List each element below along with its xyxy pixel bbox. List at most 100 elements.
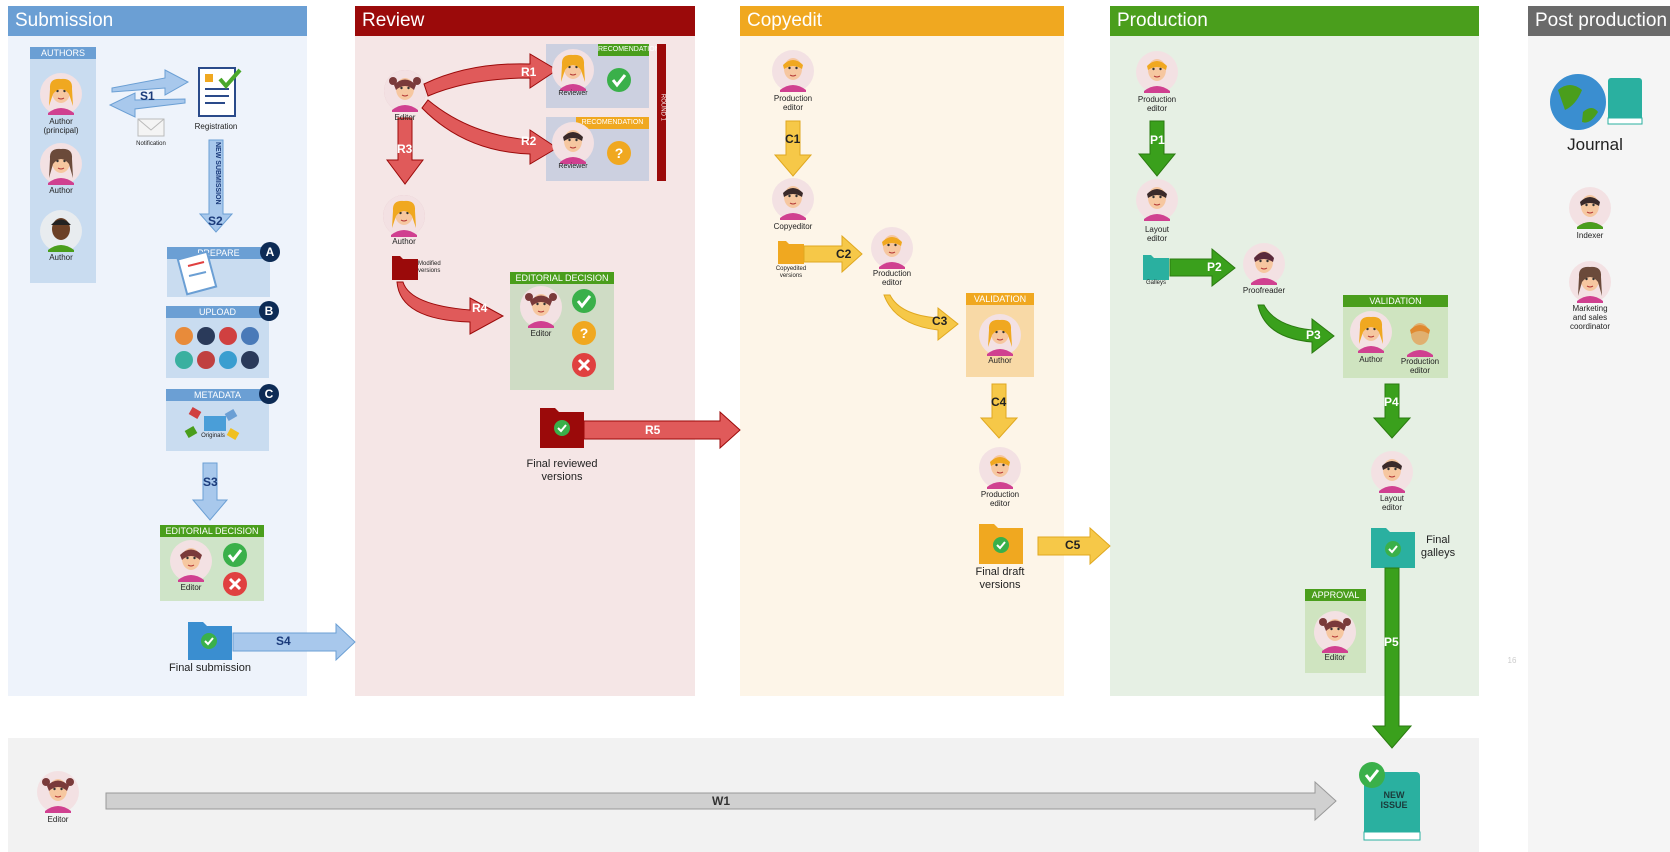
modified-versions-label: Modified versions: [418, 261, 441, 274]
production-validation-author-avatar: [1349, 310, 1393, 354]
r3-label: R3: [397, 142, 413, 156]
proofreader-label: Proofreader: [1242, 286, 1286, 295]
reviewer1-label: Reviewer: [558, 90, 588, 97]
reviewer2-label: Reviewer: [558, 163, 588, 170]
s3-arrow: [191, 462, 229, 521]
s2-label: S2: [208, 214, 223, 228]
s3-label: S3: [203, 475, 218, 489]
copyedit-production-editor2-avatar: [870, 226, 914, 270]
w1-label: W1: [712, 794, 730, 808]
p2-label: P2: [1207, 260, 1222, 274]
bottom-editor-label: Editor: [47, 815, 69, 824]
checklist-icon: [176, 250, 218, 296]
upload-panel-head: UPLOAD: [166, 306, 269, 318]
indexer-avatar: [1568, 186, 1612, 230]
layout-editor2-label: Layout editor: [1379, 494, 1405, 513]
marketing-label: Marketing and sales coordinator: [1569, 304, 1611, 332]
c3-label: C3: [932, 314, 948, 328]
p3-arrow: [1257, 304, 1335, 355]
page-number: 16: [1507, 656, 1517, 665]
review-header: Review: [355, 6, 695, 36]
review-decision-editor-label: Editor: [530, 329, 552, 338]
c1-label: C1: [785, 132, 801, 146]
r4-label: R4: [472, 301, 488, 315]
review-editor-label: Editor: [394, 113, 416, 122]
s4-arrow: [232, 622, 356, 662]
p4-arrow: [1372, 383, 1412, 439]
s1-label: S1: [140, 89, 155, 103]
c5-label: C5: [1065, 538, 1081, 552]
metadata-panel-head: METADATA: [166, 389, 269, 401]
modified-versions-folder-icon: [392, 256, 418, 280]
final-galleys-folder-icon: [1371, 528, 1415, 568]
final-reviewed-label: Final reviewed versions: [526, 458, 598, 483]
review-accept-icon: [572, 289, 596, 313]
layout-editor-label: Layout editor: [1144, 225, 1170, 244]
c3-arrow: [883, 294, 959, 342]
c2-label: C2: [836, 247, 852, 261]
final-reviewed-folder-icon: [540, 408, 584, 448]
recommend-accept-icon: [607, 68, 631, 92]
c4-label: C4: [991, 395, 1007, 409]
r5-label: R5: [645, 423, 661, 437]
s1-arrow-right: [111, 69, 190, 96]
w1-arrow: [105, 780, 1337, 822]
accept-icon: [223, 543, 247, 567]
recommend-unsure-icon: [607, 141, 631, 165]
r2-arrow: [421, 99, 558, 165]
layout-editor-avatar: [1135, 178, 1179, 222]
svg-text:?: ?: [580, 325, 589, 341]
submission-decision-editor-avatar: [169, 539, 213, 583]
c5-arrow: [1037, 526, 1111, 566]
galleys-label: Galleys: [1145, 280, 1166, 286]
production-validation-editor-label: Production editor: [1400, 357, 1440, 376]
copyedit-header: Copyedit: [740, 6, 1064, 36]
bottom-editor-avatar: [36, 770, 80, 814]
copyedit-production-editor-avatar: [771, 49, 815, 93]
submission-header: Submission: [8, 6, 307, 36]
c4-arrow: [979, 383, 1019, 439]
upload-file-icons: [175, 327, 259, 369]
new-issue-book-icon: [1359, 762, 1421, 841]
new-submission-text: NEW SUBMISSION: [214, 142, 221, 205]
reviewer2-avatar: [551, 121, 595, 165]
final-galleys-label: Final galleys: [1420, 534, 1456, 559]
registration-document-icon: [198, 67, 242, 117]
author-principal-label: Author (principal): [43, 117, 79, 136]
step-c-badge: C: [259, 384, 279, 404]
copyedit-validation-author-avatar: [978, 313, 1022, 357]
production-header: Production: [1110, 6, 1479, 36]
r2-label: R2: [521, 134, 537, 148]
copyedit-production-editor3-label: Production editor: [980, 490, 1020, 509]
step-b-badge: B: [259, 301, 279, 321]
indexer-label: Indexer: [1576, 231, 1604, 240]
reviewer1-avatar: [551, 48, 595, 92]
envelope-icon: [137, 118, 165, 137]
galleys-folder-icon: [1143, 255, 1169, 280]
r1-label: R1: [521, 65, 537, 79]
marketing-coordinator-avatar: [1568, 260, 1612, 304]
s2-arrow: [198, 139, 234, 233]
copyedit-production-editor-label: Production editor: [773, 94, 813, 113]
final-draft-label: Final draft versions: [975, 566, 1025, 591]
step-a-badge: A: [260, 242, 280, 262]
copyedited-folder-icon: [778, 241, 804, 264]
submission-decision-head: EDITORIAL DECISION: [160, 525, 264, 537]
p1-arrow: [1137, 120, 1177, 177]
production-validation-author-label: Author: [1359, 355, 1383, 364]
copyedited-versions-label: Copyedited versions: [775, 266, 807, 279]
p3-label: P3: [1306, 328, 1321, 342]
p2-arrow: [1169, 247, 1236, 288]
copyeditor-label: Copyeditor: [773, 222, 813, 231]
approval-head: APPROVAL: [1305, 589, 1366, 601]
production-validation-editor-avatar: [1401, 317, 1439, 357]
review-editor-avatar: [383, 69, 427, 113]
round-bar: [657, 44, 666, 181]
copyeditor-avatar: [771, 177, 815, 221]
notification-label: Notification: [136, 141, 166, 147]
journal-label: Journal: [1567, 135, 1623, 154]
authors-panel-head: AUTHORS: [30, 47, 96, 59]
recommendation2-head: RECOMENDATION: [576, 117, 649, 129]
review-decision-head: EDITORIAL DECISION: [510, 272, 614, 284]
